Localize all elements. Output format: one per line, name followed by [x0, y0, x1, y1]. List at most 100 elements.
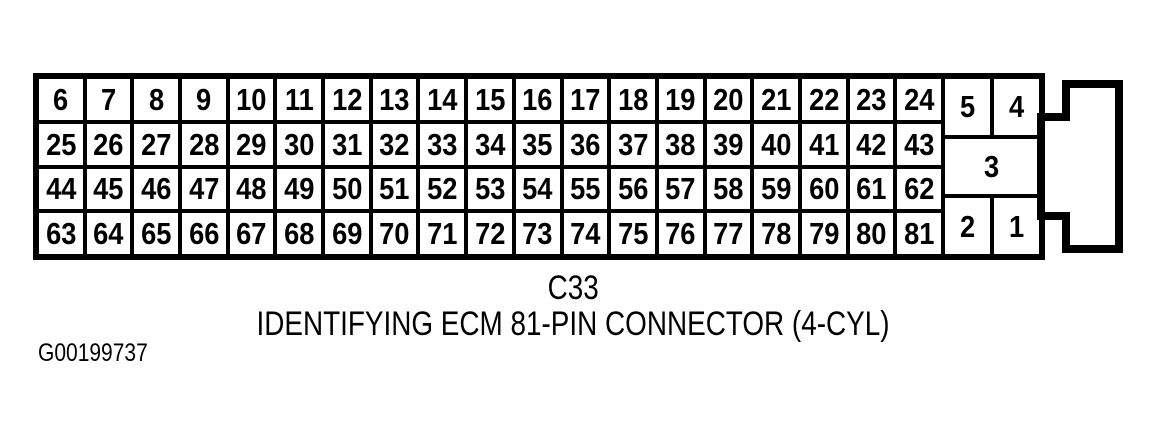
pin-number: 39 — [713, 126, 744, 162]
pin-number: 79 — [808, 216, 839, 252]
pin-cell-69: 69 — [325, 213, 369, 254]
pin-cell-72: 72 — [468, 213, 512, 254]
pin-number: 2 — [959, 208, 976, 244]
pin-number: 65 — [141, 216, 172, 252]
pin-cell-12: 12 — [325, 79, 369, 120]
pin-number: 26 — [93, 126, 124, 162]
pin-number: 14 — [427, 81, 458, 117]
pin-number: 33 — [427, 126, 458, 162]
pin-cell-30: 30 — [277, 123, 322, 165]
caption-block: C33 IDENTIFYING ECM 81-PIN CONNECTOR (4-… — [0, 271, 1146, 341]
pin-number: 27 — [141, 126, 172, 162]
pin-cell-43: 43 — [897, 123, 941, 165]
pin-number: 38 — [665, 126, 696, 162]
pin-cell-1: 1 — [994, 198, 1039, 254]
pin-number: 60 — [808, 171, 839, 207]
pin-number: 81 — [903, 216, 935, 252]
pin-number: 20 — [713, 81, 744, 117]
pin-number: 53 — [474, 171, 506, 207]
pin-number: 72 — [474, 216, 506, 252]
pin-cell-67: 67 — [229, 213, 274, 254]
pin-cell-27: 27 — [134, 123, 179, 165]
pin-number: 74 — [570, 216, 601, 252]
pin-number: 43 — [903, 126, 935, 162]
pin-cell-38: 38 — [658, 123, 703, 165]
pin-number: 44 — [45, 171, 77, 207]
pin-cell-15: 15 — [468, 79, 512, 120]
pin-cell-46: 46 — [134, 168, 179, 210]
pin-cell-49: 49 — [277, 168, 322, 210]
pin-number: 9 — [196, 81, 212, 117]
pin-number: 19 — [665, 81, 696, 117]
pin-number: 17 — [570, 81, 601, 117]
pin-cell-11: 11 — [277, 79, 322, 120]
pin-cell-9: 9 — [182, 79, 226, 120]
pin-cell-10: 10 — [229, 79, 274, 120]
pin-cell-76: 76 — [658, 213, 703, 254]
pin-cell-81: 81 — [897, 213, 941, 254]
pin-number: 48 — [236, 171, 267, 207]
pin-cell-59: 59 — [754, 168, 798, 210]
pin-cell-6: 6 — [39, 79, 83, 120]
pin-number: 70 — [379, 216, 410, 252]
pin-cell-60: 60 — [801, 168, 846, 210]
pin-number: 52 — [427, 171, 458, 207]
pin-number: 77 — [713, 216, 744, 252]
pin-cell-3: 3 — [945, 138, 1039, 195]
pin-number: 37 — [617, 126, 649, 162]
pin-cell-35: 35 — [515, 123, 560, 165]
pin-cell-50: 50 — [325, 168, 369, 210]
pin-cell-25: 25 — [39, 123, 83, 165]
pin-cell-41: 41 — [801, 123, 846, 165]
pin-number: 6 — [53, 81, 69, 117]
pin-number: 8 — [148, 81, 164, 117]
pin-number: 50 — [331, 171, 363, 207]
pin-cell-23: 23 — [849, 79, 894, 120]
pin-number: 30 — [284, 126, 315, 162]
pin-cell-61: 61 — [849, 168, 894, 210]
pin-cell-36: 36 — [563, 123, 608, 165]
pin-number: 25 — [45, 126, 77, 162]
pin-number: 67 — [236, 216, 267, 252]
pin-number: 78 — [760, 216, 792, 252]
pin-number: 1 — [1008, 208, 1025, 244]
pin-number: 66 — [188, 216, 220, 252]
pin-cell-7: 7 — [86, 79, 131, 120]
pin-cell-74: 74 — [563, 213, 608, 254]
pin-cell-4: 4 — [994, 79, 1039, 135]
pin-number: 68 — [284, 216, 315, 252]
graphic-ref-label: G00199737 — [38, 341, 169, 366]
pin-cell-21: 21 — [754, 79, 798, 120]
pin-cell-28: 28 — [182, 123, 226, 165]
pin-cell-31: 31 — [325, 123, 369, 165]
pin-cell-70: 70 — [372, 213, 417, 254]
pin-number: 59 — [760, 171, 792, 207]
figure-title: IDENTIFYING ECM 81-PIN CONNECTOR (4-CYL) — [0, 307, 1146, 341]
pin-cell-5: 5 — [945, 79, 990, 135]
pin-number: 35 — [522, 126, 553, 162]
pin-cell-47: 47 — [182, 168, 226, 210]
pin-number: 16 — [522, 81, 553, 117]
pin-number: 45 — [93, 171, 124, 207]
pin-cell-20: 20 — [706, 79, 751, 120]
pin-number: 56 — [617, 171, 649, 207]
pin-cell-80: 80 — [849, 213, 894, 254]
pin-cell-24: 24 — [897, 79, 941, 120]
pin-cell-52: 52 — [420, 168, 465, 210]
figure-title-text: IDENTIFYING ECM 81-PIN CONNECTOR (4-CYL) — [256, 305, 890, 343]
pin-cell-19: 19 — [658, 79, 703, 120]
pin-cell-39: 39 — [706, 123, 751, 165]
pin-cell-73: 73 — [515, 213, 560, 254]
pin-number: 22 — [808, 81, 839, 117]
pin-number: 46 — [141, 171, 172, 207]
pin-number: 3 — [984, 148, 1000, 184]
pin-number: 63 — [45, 216, 77, 252]
pin-number: 69 — [331, 216, 363, 252]
pin-cell-62: 62 — [897, 168, 941, 210]
pin-number: 55 — [570, 171, 601, 207]
pin-number: 58 — [713, 171, 744, 207]
pin-number: 28 — [188, 126, 220, 162]
pin-number: 15 — [474, 81, 506, 117]
pin-number: 61 — [856, 171, 887, 207]
